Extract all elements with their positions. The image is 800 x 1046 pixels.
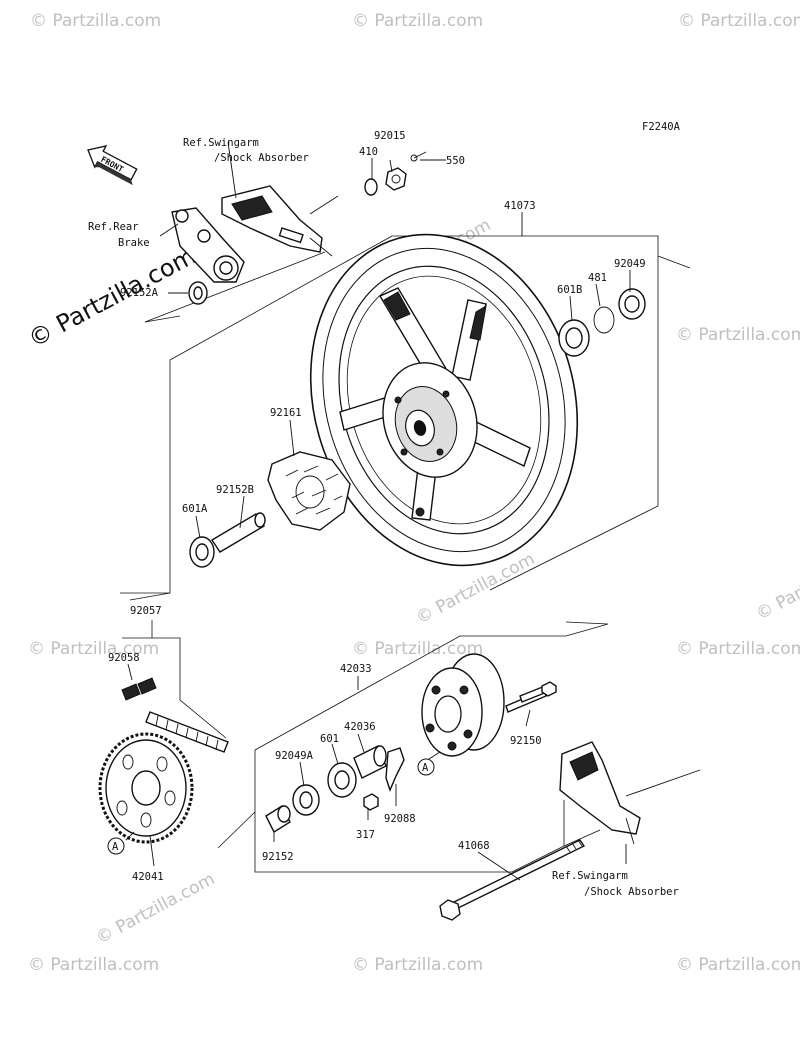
hub-damper (267, 451, 351, 531)
label-92057: 92057 (130, 605, 162, 617)
axle-nut-set (364, 151, 427, 196)
label-ref-shock-absorber-bottom: /Shock Absorber (584, 886, 679, 898)
label-550: 550 (446, 155, 465, 167)
rear-wheel (309, 233, 579, 567)
label-92152: 92152 (262, 851, 294, 863)
label-92015: 92015 (374, 130, 406, 142)
rear-brake-bracket (171, 207, 245, 283)
swingarm-bracket-bottom (559, 741, 701, 845)
callout-marker-a-sprocket: A (107, 837, 125, 855)
watermark: © Partzilla.com (352, 11, 483, 31)
label-601: 601 (320, 733, 339, 745)
label-481: 481 (588, 272, 607, 284)
watermark: © Partzilla.com (28, 639, 159, 659)
label-42033: 42033 (340, 663, 372, 675)
bearing-601a (189, 536, 215, 568)
label-92161: 92161 (270, 407, 302, 419)
label-92058: 92058 (108, 652, 140, 664)
watermark: © Partzilla.com (30, 11, 161, 31)
spacer-92152b (211, 512, 266, 553)
label-601a: 601A (182, 503, 208, 515)
rear-axle (439, 839, 586, 921)
label-410: 410 (359, 146, 378, 158)
front-arrow-icon: FRONT (87, 145, 138, 186)
label-41068: 41068 (458, 840, 490, 852)
watermark: © Partzilla.com (676, 325, 800, 345)
watermark: © Partzilla.com (753, 545, 800, 624)
label-ref-shock-absorber-top: /Shock Absorber (214, 152, 309, 164)
label-317: 317 (356, 829, 375, 841)
right-bearing-set (558, 288, 646, 357)
label-ref-swingarm-bottom: Ref.Swingarm (552, 870, 628, 882)
left-hub-parts (265, 745, 387, 834)
callout-marker-label: A (112, 841, 119, 853)
figure-code: F2240A (642, 121, 681, 133)
watermark: © Partzilla.com (352, 955, 483, 975)
label-ref-swingarm-top: Ref.Swingarm (183, 137, 259, 149)
watermark: © Partzilla.com (676, 639, 800, 659)
leader-lines (125, 141, 631, 881)
hub-bolts (505, 681, 557, 713)
label-92088: 92088 (384, 813, 416, 825)
sprocket-hub (421, 653, 505, 757)
collar-92152a (188, 281, 208, 305)
label-92152a: 92152A (120, 287, 159, 299)
lock-plate-and-nut (363, 747, 405, 811)
swingarm-bracket-top (221, 185, 339, 257)
callout-marker-label: A (422, 762, 429, 774)
watermark: © Partzilla.com (352, 639, 483, 659)
label-92049: 92049 (614, 258, 646, 270)
label-41073: 41073 (504, 200, 536, 212)
label-ref-rear: Ref.Rear (88, 221, 139, 233)
part-labels: F2240A Ref.Swingarm /Shock Absorber 9201… (88, 121, 681, 898)
watermark: © Partzilla.com (676, 955, 800, 975)
drive-chain (121, 620, 229, 753)
lower-frame-lines (217, 621, 609, 873)
label-42036: 42036 (344, 721, 376, 733)
label-601b: 601B (557, 284, 582, 296)
upper-frame-lines (120, 235, 691, 601)
watermark: © Partzilla.com (678, 11, 800, 31)
watermark: © Partzilla.com (28, 955, 159, 975)
sprocket (98, 732, 194, 844)
callout-marker-a-hub: A (417, 758, 435, 776)
label-42041: 42041 (132, 871, 164, 883)
label-92049a: 92049A (275, 750, 314, 762)
watermark-large: © Partzilla.com (24, 242, 201, 354)
label-92150: 92150 (510, 735, 542, 747)
label-brake: Brake (118, 237, 150, 249)
label-92152b: 92152B (216, 484, 254, 496)
